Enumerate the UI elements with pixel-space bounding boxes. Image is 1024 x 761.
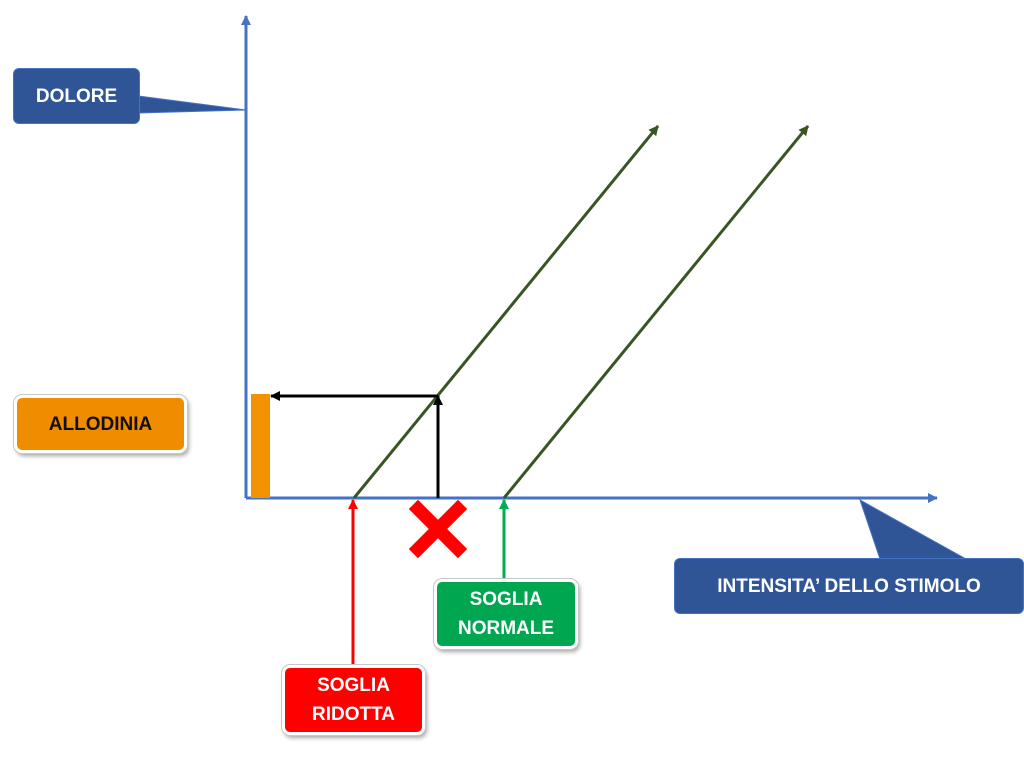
intensita-callout-pointer	[859, 498, 968, 560]
red-x-mark-icon	[408, 499, 468, 559]
intensita-stimolo-label: INTENSITA’ DELLO STIMOLO	[674, 558, 1024, 614]
dolore-callout-pointer	[137, 95, 247, 114]
dolore-label: DOLORE	[13, 68, 140, 124]
allodinia-label: ALLODINIA	[14, 395, 187, 453]
allodinia-bar	[251, 394, 270, 498]
reduced-threshold-curve	[352, 125, 660, 499]
soglia-normale-label: SOGLIA NORMALE	[434, 579, 578, 649]
soglia-ridotta-label: SOGLIA RIDOTTA	[282, 665, 425, 735]
normal-threshold-curve	[502, 125, 810, 499]
